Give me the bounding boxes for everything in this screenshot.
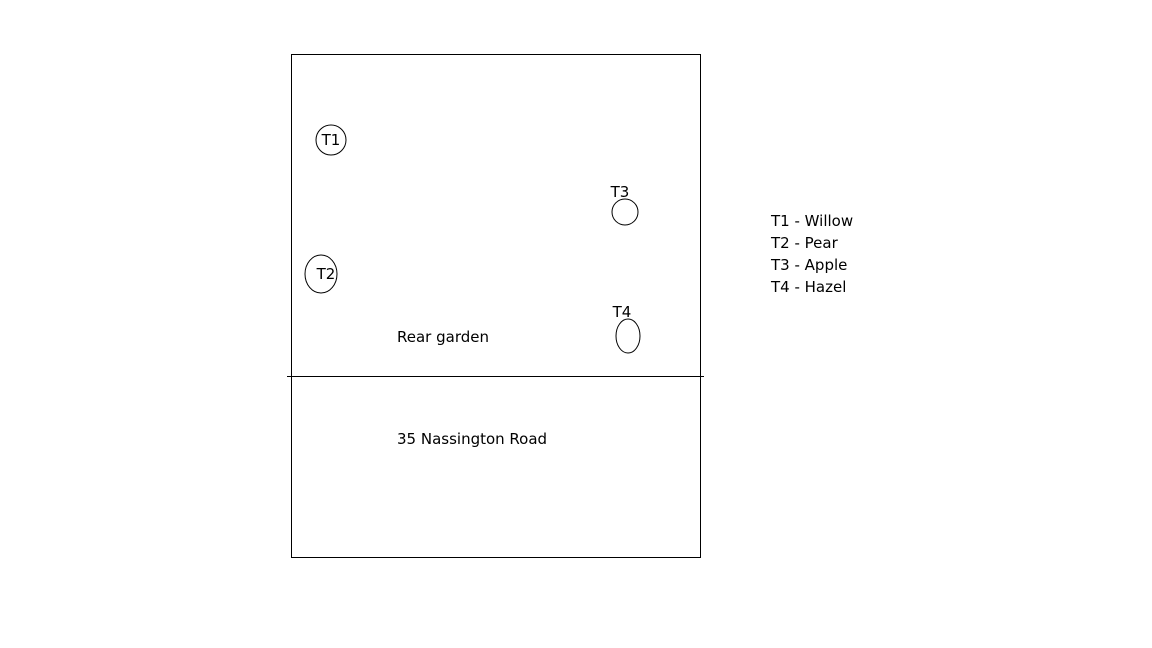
- tree-legend: T1 - Willow T2 - Pear T3 - Apple T4 - Ha…: [771, 210, 853, 298]
- tree-t3-marker: [611, 198, 639, 226]
- legend-item-t1: T1 - Willow: [771, 212, 854, 230]
- tree-t1: T1: [315, 124, 347, 156]
- tree-t2-label: T2: [316, 265, 336, 283]
- legend-item-t4: T4 - Hazel: [771, 278, 847, 296]
- legend-item-t2: T2 - Pear: [771, 234, 838, 252]
- tree-t3-label: T3: [610, 183, 630, 201]
- tree-t1-marker: [315, 124, 347, 156]
- tree-t4-label: T4: [612, 303, 632, 321]
- rear-garden-label: Rear garden: [397, 328, 489, 346]
- tree-t2: T2: [304, 254, 338, 294]
- house-label: 35 Nassington Road: [397, 430, 547, 448]
- tree-t4: T4: [612, 303, 641, 354]
- tree-t3: T3: [610, 183, 639, 226]
- legend-item-t3: T3 - Apple: [771, 256, 848, 274]
- tree-t2-marker: [304, 254, 338, 294]
- tree-t4-marker: [615, 318, 641, 354]
- tree-t1-label: T1: [321, 131, 341, 149]
- property-boundary: [291, 54, 701, 558]
